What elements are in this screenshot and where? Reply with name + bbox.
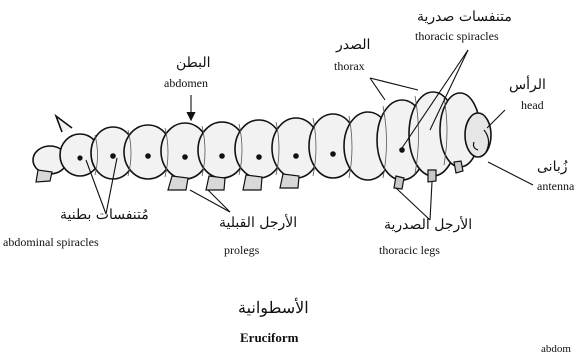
thoracic-spiracles-label: thoracic spiracles <box>415 30 499 42</box>
type-title: Eruciform <box>240 331 298 344</box>
thoracic-legs-label: thoracic legs <box>379 244 440 256</box>
thorax-label-ar: الصدر <box>336 38 370 52</box>
prolegs-label: prolegs <box>224 244 259 256</box>
anal-horn <box>56 116 72 132</box>
head-label-ar: الرأس <box>509 78 546 92</box>
prolegs-label-ar: الأرجل القبلية <box>219 216 297 230</box>
head-label: head <box>521 99 544 111</box>
thoracic-spiracles-label-ar: متنفسات صدرية <box>417 10 512 24</box>
corner-fragment-label: abdom <box>541 344 571 355</box>
abdomen-label-ar: البطن <box>176 56 211 70</box>
type-title-ar: الأسطوانية <box>238 300 309 316</box>
thorax-label: thorax <box>334 60 365 72</box>
thoracic-legs-label-ar: الأرجل الصدرية <box>384 218 472 232</box>
abdominal-spiracles-label: abdominal spiracles <box>3 236 99 248</box>
antenna-label: antenna <box>537 180 574 192</box>
abdominal-spiracles-label-ar: مُتنفسات بطنية <box>60 208 149 222</box>
abdomen-label: abdomen <box>164 77 208 89</box>
antenna-label-ar: زُبانى <box>537 160 568 174</box>
